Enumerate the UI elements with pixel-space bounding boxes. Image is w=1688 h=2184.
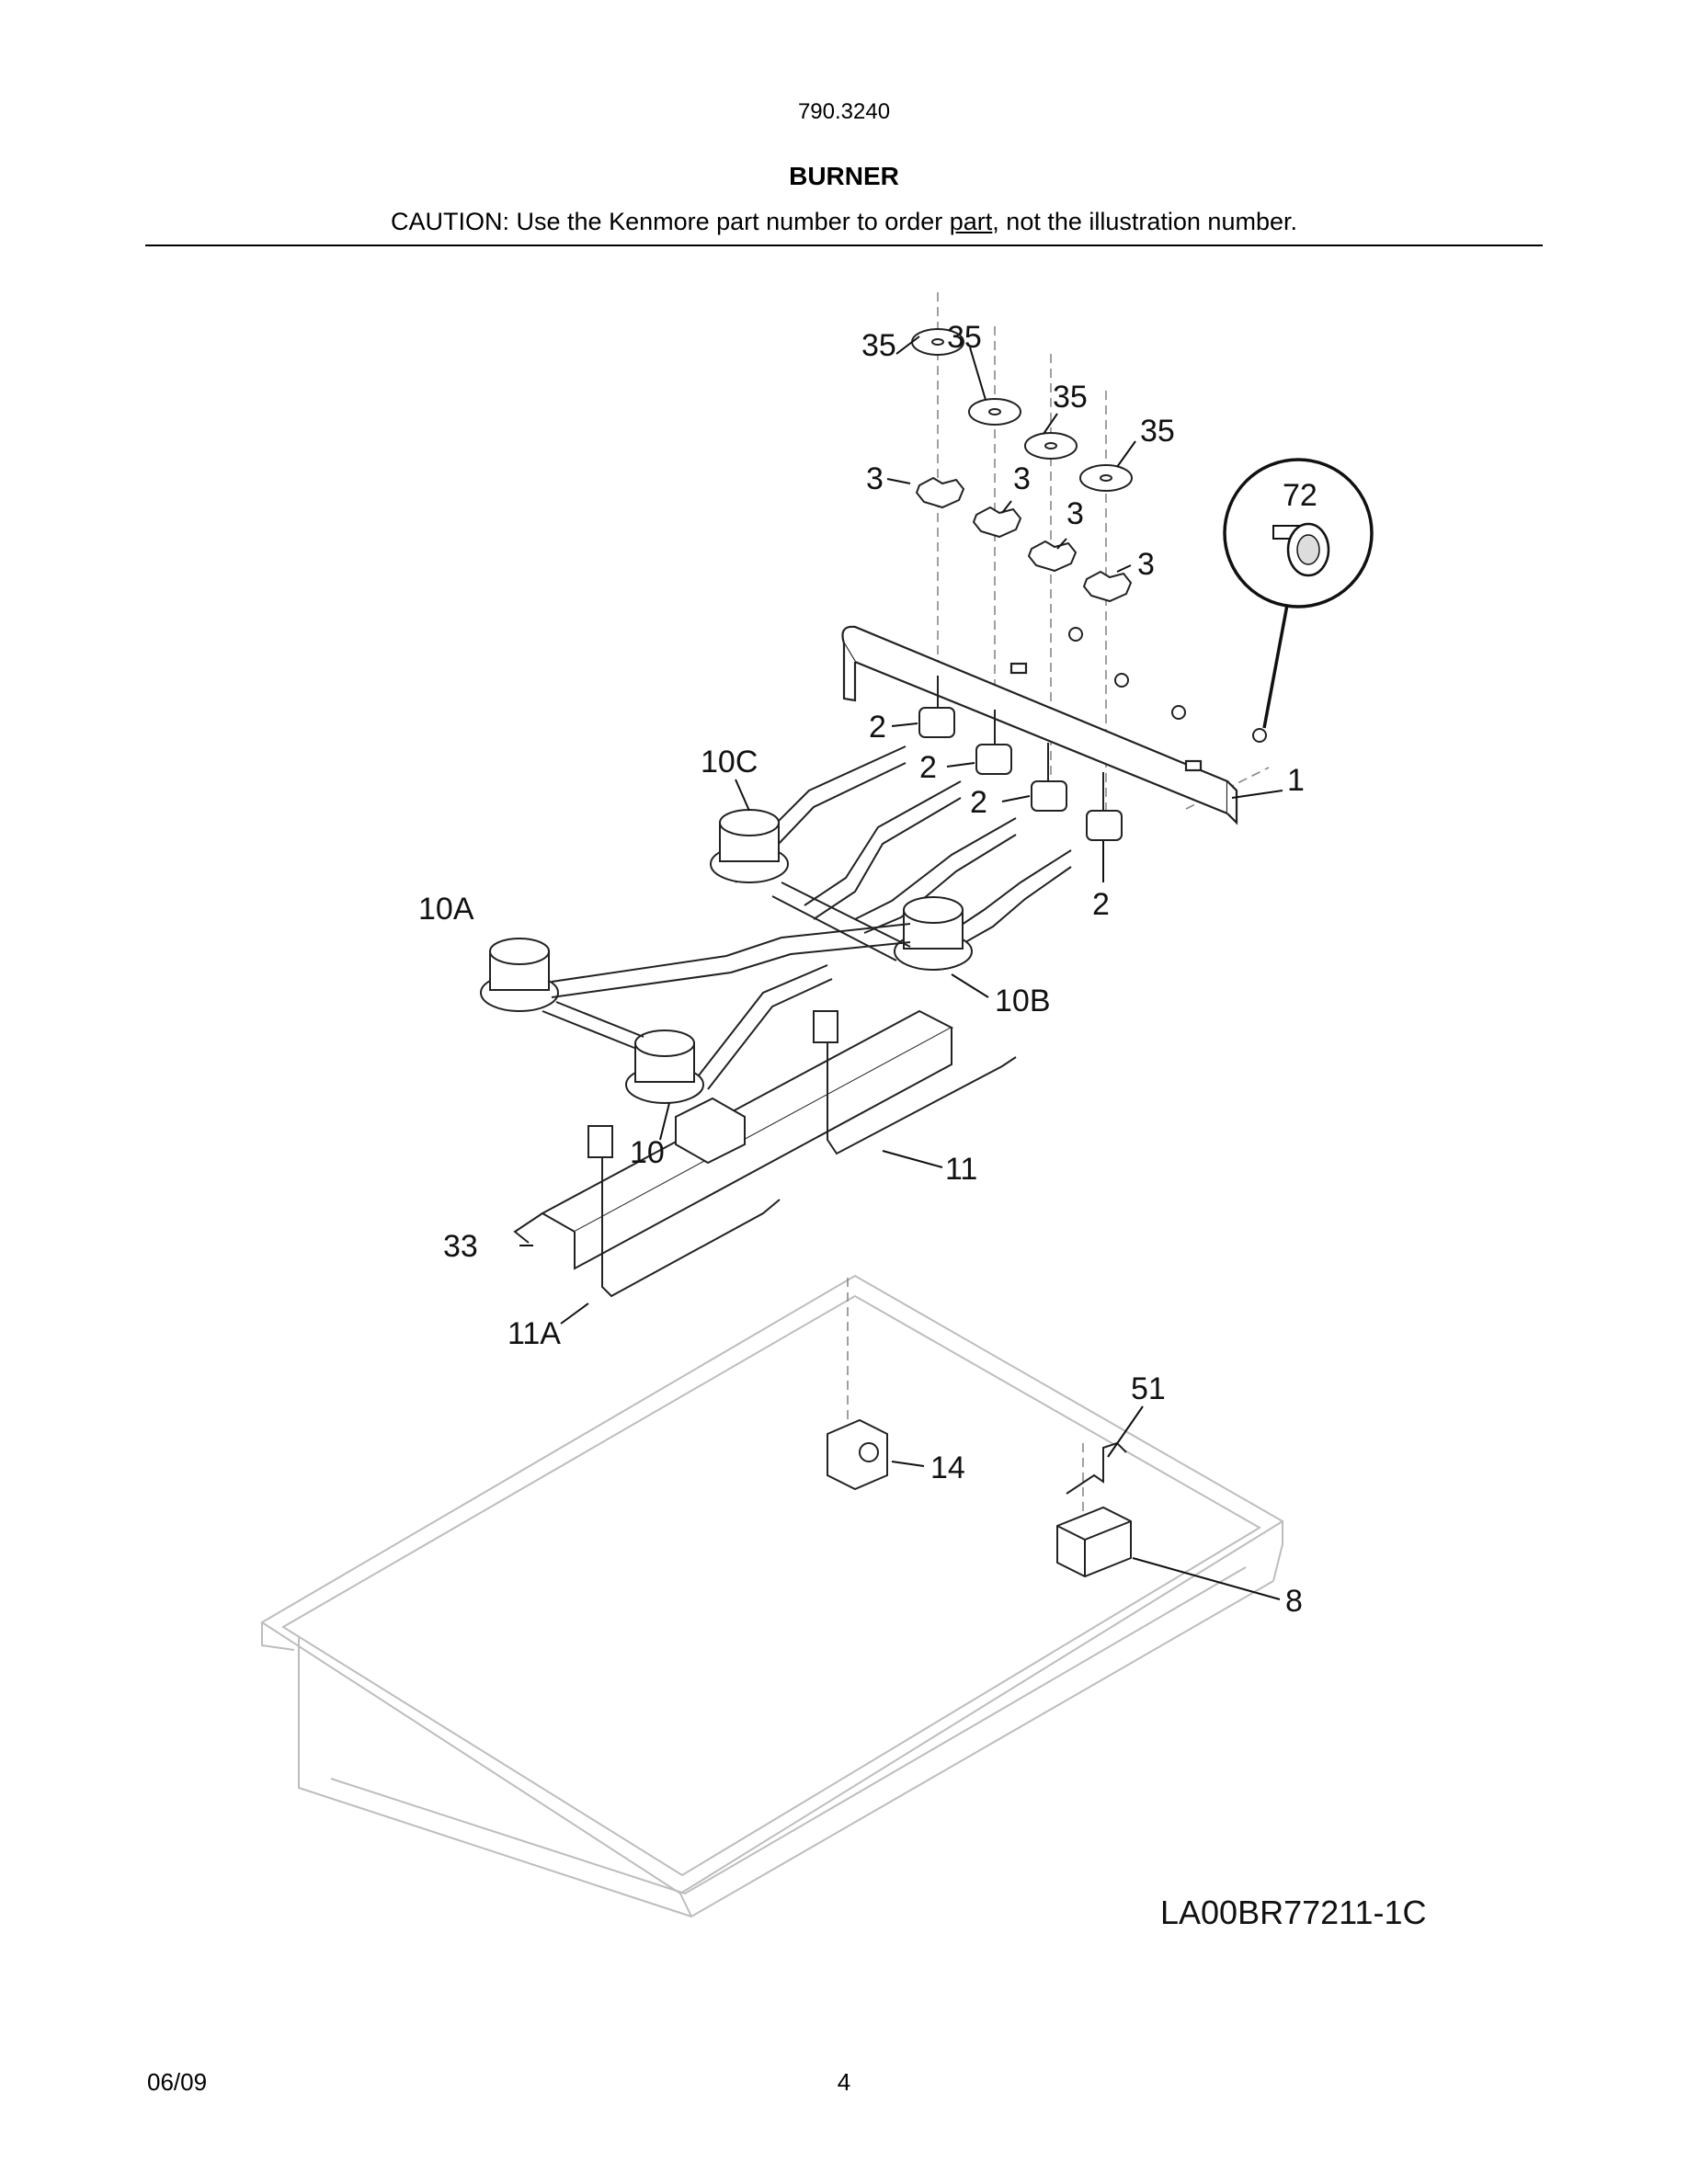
caution-text: CAUTION: Use the Kenmore part number to … bbox=[0, 208, 1688, 236]
burner-head-parts bbox=[915, 476, 1133, 603]
footer-date: 06/09 bbox=[147, 2068, 208, 2096]
burner-units bbox=[480, 809, 973, 1104]
callout-1: 1 bbox=[1287, 763, 1305, 798]
leader-lines bbox=[519, 336, 1283, 1600]
callout-3-c: 3 bbox=[1066, 496, 1084, 531]
callout-3-d: 3 bbox=[1137, 547, 1155, 582]
callout-35-d: 35 bbox=[1140, 414, 1175, 449]
drawing-code: LA00BR77211-1C bbox=[1160, 1894, 1427, 1931]
callout-72: 72 bbox=[1283, 478, 1317, 513]
caution-text-start: CAUTION: Use the Kenmore part number to … bbox=[391, 208, 950, 235]
callout-10a: 10A bbox=[418, 892, 474, 927]
callout-3-b: 3 bbox=[1013, 461, 1031, 496]
header-rule bbox=[145, 245, 1543, 246]
screw-detail bbox=[1223, 458, 1374, 729]
electrode-wires bbox=[587, 1010, 1017, 1298]
callout-8: 8 bbox=[1285, 1584, 1303, 1619]
callout-3-a: 3 bbox=[866, 461, 884, 496]
callout-14: 14 bbox=[930, 1450, 965, 1485]
page-number: 4 bbox=[837, 2068, 851, 2096]
cooktop-pan bbox=[260, 1274, 1284, 1918]
manifold-bar bbox=[841, 625, 1238, 825]
callout-51: 51 bbox=[1131, 1371, 1166, 1406]
valve-parts bbox=[918, 676, 1123, 841]
callout-33: 33 bbox=[443, 1229, 478, 1264]
callout-2-b: 2 bbox=[919, 750, 937, 785]
manifold-screws bbox=[1068, 627, 1267, 743]
callout-11a: 11A bbox=[508, 1316, 561, 1351]
callout-35-a: 35 bbox=[861, 328, 896, 363]
lower-parts bbox=[827, 1418, 1132, 1578]
burner-frame bbox=[542, 882, 911, 1090]
burner-cap-parts bbox=[911, 328, 1133, 492]
caution-underlined-word: part bbox=[949, 208, 993, 235]
model-number: 790.3240 bbox=[797, 99, 891, 124]
callout-35-b: 35 bbox=[947, 320, 982, 355]
callout-labels: 35 35 35 35 3 3 3 3 72 2 2 2 2 1 10C 10A… bbox=[418, 320, 1317, 1619]
callout-10b: 10B bbox=[995, 984, 1051, 1018]
burner-box-bracket bbox=[513, 1009, 954, 1270]
callout-2-c: 2 bbox=[970, 785, 987, 820]
page-title: BURNER bbox=[789, 162, 899, 190]
caution-text-end: , not the illustration number. bbox=[992, 208, 1297, 235]
callout-11: 11 bbox=[945, 1152, 977, 1187]
callout-2-d: 2 bbox=[1092, 887, 1110, 922]
callout-2-a: 2 bbox=[869, 710, 886, 745]
callout-10: 10 bbox=[630, 1135, 665, 1170]
callout-10c: 10C bbox=[701, 745, 758, 779]
callout-35-c: 35 bbox=[1053, 380, 1088, 415]
